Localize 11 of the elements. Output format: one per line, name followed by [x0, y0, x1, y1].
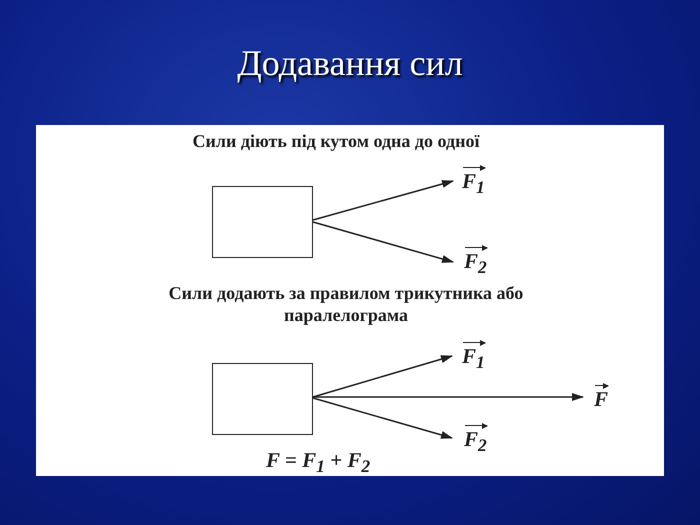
square-box: [212, 186, 313, 258]
force-label: F$_{2}$: [464, 243, 487, 278]
square-box: [212, 363, 313, 435]
statement-text: Сили додають за правилом трикутника або паралелограма: [168, 283, 524, 326]
force-label: F$_{1}$: [462, 338, 485, 374]
resultant-force-label: F: [594, 381, 608, 412]
force-label: F$_{2}$: [464, 421, 487, 456]
statement-text: Сили діють під кутом одна до одної: [192, 131, 480, 153]
vector-sum-formula: F = F$_{1}$ + F$_{2}$: [266, 448, 370, 478]
force-label: F$_{1}$: [462, 163, 485, 198]
slide-title: Додавання сил: [236, 42, 464, 84]
